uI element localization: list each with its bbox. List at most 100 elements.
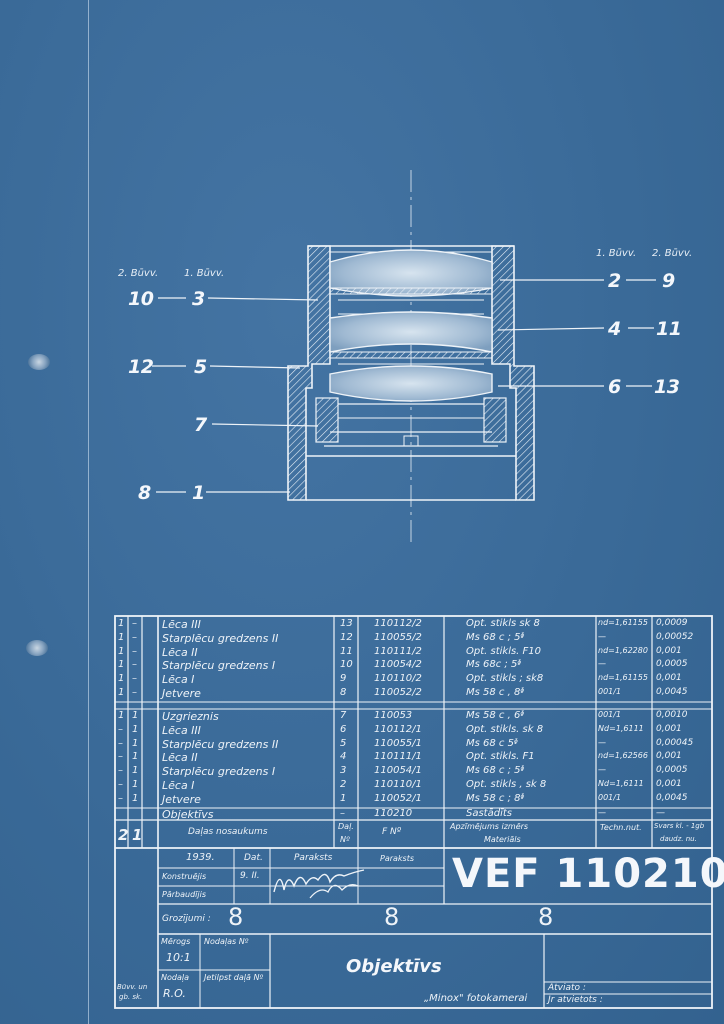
- footer-material-header: Materiāls: [484, 835, 521, 844]
- row-weight: 0,00045: [656, 737, 694, 748]
- department-label: Nodaļa: [161, 973, 189, 982]
- substitute-label: Jr atvietots :: [548, 995, 603, 1005]
- row-position: 1: [340, 792, 347, 804]
- part-subtitle: „Minox" fotokamerai: [424, 993, 528, 1004]
- revisions-label: Grozījumi :: [162, 914, 211, 924]
- constructed-label: Konstruējis: [162, 872, 207, 881]
- row-qty-2: –: [132, 687, 137, 698]
- date-header: Dat.: [244, 853, 263, 863]
- row-qty-1: 1: [118, 618, 125, 629]
- row-qty-2: 1: [132, 751, 139, 763]
- row-qty-1: 1: [118, 659, 125, 671]
- footer-weight-header: daudz. nu.: [660, 835, 697, 843]
- row-tech: nd=1,61155: [598, 618, 648, 627]
- row-qty-2: –: [132, 659, 137, 671]
- row-material: Opt. stikls. F10: [466, 645, 542, 657]
- row-position: 12: [340, 631, 353, 643]
- row-position: 6: [340, 723, 347, 735]
- build-count-label: Būvv. un: [117, 983, 148, 991]
- row-weight: 0,00052: [656, 631, 694, 642]
- row-drawing-number: 110055/1: [374, 737, 422, 749]
- row-tech: 001/1: [598, 710, 622, 719]
- row-tech: nd=1,62566: [598, 751, 648, 761]
- section-label: Jetilpst daļā Nº: [204, 973, 264, 982]
- row-position: 5: [340, 737, 347, 749]
- position-number: 3: [192, 288, 205, 310]
- row-material: Ms 68 c 5ᶲ: [466, 737, 519, 749]
- row-part-name: Starplēcu gredzens II: [162, 631, 279, 645]
- row-material: Opt. stikls. sk 8: [466, 723, 544, 735]
- row-tech: —: [598, 659, 606, 669]
- row-tech: —: [598, 765, 606, 775]
- row-material: Ms 58 c ; 8ᶲ: [466, 792, 525, 804]
- row-drawing-number: 110111/2: [374, 645, 422, 657]
- row-material: Ms 58 c , 8ᶲ: [466, 687, 525, 698]
- position-number: 6: [608, 376, 621, 398]
- row-part-name: Lēca I: [162, 673, 195, 687]
- row-qty-2: 1: [132, 792, 139, 804]
- row-qty-1: –: [118, 792, 123, 804]
- position-number: 9: [662, 270, 675, 292]
- handwritten-signature: [273, 869, 365, 899]
- revision-mark: 8: [384, 903, 400, 931]
- row-weight: 0,0005: [656, 765, 688, 776]
- row-qty-2: 1: [132, 737, 139, 749]
- row-part-name: Lēca II: [162, 645, 198, 659]
- row-qty-1: 1: [118, 673, 125, 685]
- row-tech: nd=1,61155: [598, 673, 648, 683]
- position-number: 11: [656, 318, 682, 340]
- row-material: Ms 68 c ; 5ᶲ: [466, 765, 525, 777]
- footer-qty-2: 1: [132, 826, 143, 844]
- footer-pos-header: Daļ.: [338, 822, 354, 831]
- row-material: Sastādīts: [466, 808, 512, 819]
- footer-tech-header: Techn.nut.: [600, 823, 642, 832]
- row-tech: Nd=1,6111: [598, 779, 644, 788]
- row-qty-2: 1: [132, 723, 139, 735]
- footer-part-name-header: Daļas nosaukums: [188, 827, 268, 837]
- position-number: 4: [608, 318, 621, 340]
- row-qty-1: –: [118, 751, 123, 763]
- row-drawing-number: 110055/2: [374, 631, 422, 643]
- row-qty-1: 1: [118, 687, 125, 698]
- row-weight: 0,0005: [656, 659, 688, 670]
- row-material: Opt. stikls ; sk8: [466, 673, 544, 685]
- row-weight: 0,0045: [656, 792, 688, 803]
- punch-hole: [26, 640, 48, 656]
- build-variant-label: 1. Būvv.: [184, 268, 225, 279]
- row-qty-1: 1: [118, 631, 125, 643]
- row-position: 3: [340, 765, 347, 777]
- row-part-name: Starplēcu gredzens II: [162, 737, 279, 751]
- row-part-name: Lēca III: [162, 618, 201, 631]
- row-qty-1: 1: [118, 645, 125, 657]
- row-qty-2: –: [132, 645, 137, 657]
- row-part-name: Uzgrieznis: [162, 710, 219, 723]
- footer-drawing-header: F Nº: [382, 827, 402, 837]
- punch-hole: [28, 354, 50, 370]
- row-drawing-number: 110054/2: [374, 659, 422, 671]
- build-count-label: gb. sk.: [119, 993, 143, 1001]
- row-material: Ms 68c ; 5ᶲ: [466, 659, 522, 671]
- row-weight: —: [656, 808, 665, 818]
- row-tech: Nd=1,6111: [598, 723, 644, 733]
- row-position: 7: [340, 710, 347, 721]
- row-part-name: Starplēcu gredzens I: [162, 659, 276, 673]
- fold-line: [88, 0, 89, 1024]
- row-tech: —: [598, 808, 606, 817]
- row-position: 10: [340, 659, 353, 671]
- year: 1939.: [186, 852, 215, 863]
- row-qty-2: –: [132, 618, 137, 629]
- row-position: 9: [340, 673, 347, 685]
- row-part-name: Starplēcu gredzens I: [162, 765, 276, 779]
- row-material: Opt. stikls sk 8: [466, 618, 540, 629]
- row-drawing-number: 110111/1: [374, 751, 422, 763]
- row-position: –: [340, 808, 345, 819]
- row-qty-1: –: [118, 723, 123, 735]
- row-drawing-number: 110052/1: [374, 792, 422, 804]
- row-weight: 0,0045: [656, 687, 688, 697]
- row-qty-2: –: [132, 631, 137, 643]
- revision-mark: 8: [538, 903, 554, 931]
- row-weight: 0,001: [656, 723, 682, 734]
